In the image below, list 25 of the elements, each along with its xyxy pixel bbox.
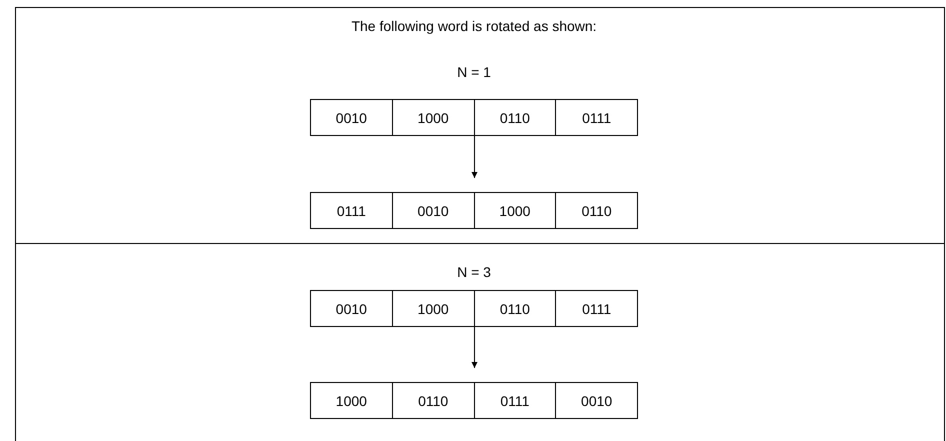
nibble-field: 0111 xyxy=(555,291,637,326)
register-word xyxy=(310,99,638,136)
nibble-field: 1000 xyxy=(474,193,556,228)
heading: The following word is rotated as shown: xyxy=(351,18,597,34)
nibble-field: 1000 xyxy=(392,291,474,326)
nibble-field: 0010 xyxy=(311,291,392,326)
nibble-field: 0111 xyxy=(311,193,392,228)
nibble-field: 0110 xyxy=(474,100,556,135)
nibble-field: 0110 xyxy=(474,291,556,326)
nibble-field: 0010 xyxy=(311,100,392,135)
rotation-count: N = 1 xyxy=(457,64,491,80)
nibble-field: 0111 xyxy=(474,383,556,418)
nibble-field: 0010 xyxy=(555,383,637,418)
nibble-field: 0110 xyxy=(555,193,637,228)
register-word xyxy=(310,192,638,229)
nibble-field: 1000 xyxy=(392,100,474,135)
arrow xyxy=(472,326,478,368)
nibble-field: 0111 xyxy=(555,100,637,135)
arrow xyxy=(472,136,478,178)
register-word xyxy=(310,290,638,327)
nibble-field: 0010 xyxy=(392,193,474,228)
rotation-count: N = 3 xyxy=(457,264,491,280)
nibble-field: 1000 xyxy=(311,383,392,418)
nibble-field: 0110 xyxy=(392,383,474,418)
register-word xyxy=(310,382,638,419)
